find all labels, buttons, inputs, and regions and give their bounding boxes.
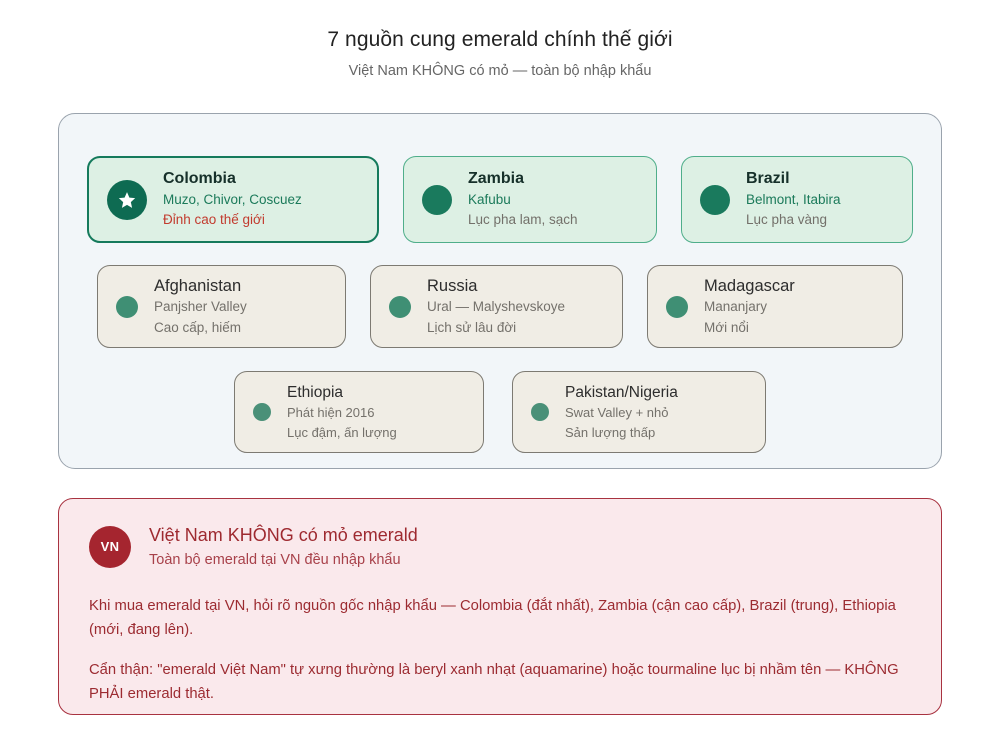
source-sub: Swat Valley + nhỏ — [565, 404, 669, 420]
zambia-icon-wrap — [422, 184, 452, 215]
source-note: Mới nổi — [704, 319, 749, 335]
dot-icon — [531, 403, 549, 421]
source-name: Madagascar — [704, 276, 795, 295]
source-name: Ethiopia — [287, 383, 344, 401]
source-card-pakistan-nigeria[interactable]: Pakistan/Nigeria Swat Valley + nhỏ Sản l… — [512, 371, 766, 453]
source-sub: Belmont, Itabira — [746, 191, 841, 207]
warning-header-texts: Việt Nam KHÔNG có mỏ emerald Toàn bộ eme… — [149, 523, 418, 571]
source-card-ethiopia[interactable]: Ethiopia Phát hiện 2016 Lục đậm, ấn lượn… — [234, 371, 484, 453]
ethiopia-texts: Ethiopia Phát hiện 2016 Lục đậm, ấn lượn… — [287, 382, 397, 443]
source-card-brazil[interactable]: Brazil Belmont, Itabira Lục pha vàng — [681, 156, 913, 243]
source-note: Sản lượng thấp — [565, 424, 656, 440]
dot-icon — [116, 295, 138, 318]
colombia-texts: Colombia Muzo, Chivor, Coscuez Đỉnh cao … — [163, 168, 302, 231]
warning-panel: VN Việt Nam KHÔNG có mỏ emerald Toàn bộ … — [58, 498, 942, 715]
source-note: Lục đậm, ấn lượng — [287, 424, 397, 440]
warning-paragraph-1: Khi mua emerald tại VN, hỏi rõ nguồn gốc… — [89, 597, 896, 638]
warning-title: Việt Nam KHÔNG có mỏ emerald — [149, 525, 418, 545]
madagascar-texts: Madagascar Mananjary Mới nổi — [704, 275, 795, 338]
source-name: Colombia — [163, 170, 236, 188]
warning-subtitle: Toàn bộ emerald tại VN đều nhập khẩu — [149, 552, 401, 569]
source-note: Đỉnh cao thế giới — [163, 212, 265, 228]
source-card-afghanistan[interactable]: Afghanistan Panjsher Valley Cao cấp, hiế… — [97, 265, 346, 348]
vn-badge: VN — [89, 525, 131, 568]
source-card-colombia[interactable]: Colombia Muzo, Chivor, Coscuez Đỉnh cao … — [87, 156, 379, 243]
source-name: Afghanistan — [154, 276, 242, 295]
dot-icon — [422, 184, 452, 215]
dot-icon — [389, 295, 411, 318]
pakistan-nigeria-icon-wrap — [531, 403, 549, 421]
brazil-texts: Brazil Belmont, Itabira Lục pha vàng — [746, 168, 841, 231]
dot-icon — [253, 403, 271, 421]
source-sub: Panjsher Valley — [154, 299, 247, 315]
afghanistan-icon-wrap — [116, 295, 138, 318]
russia-icon-wrap — [389, 295, 411, 318]
pakistan-nigeria-texts: Pakistan/Nigeria Swat Valley + nhỏ Sản l… — [565, 382, 678, 443]
source-name: Pakistan/Nigeria — [565, 383, 678, 401]
source-card-zambia[interactable]: Zambia Kafubu Lục pha lam, sạch — [403, 156, 657, 243]
source-name: Zambia — [468, 170, 525, 188]
colombia-icon-wrap — [107, 179, 147, 220]
dot-icon — [700, 184, 730, 215]
source-sub: Mananjary — [704, 299, 768, 315]
russia-texts: Russia Ural — Malyshevskoye Lịch sử lâu … — [427, 275, 565, 338]
source-name: Brazil — [746, 170, 790, 188]
zambia-texts: Zambia Kafubu Lục pha lam, sạch — [468, 168, 578, 231]
source-sub: Muzo, Chivor, Coscuez — [163, 191, 302, 207]
source-note: Lục pha vàng — [746, 212, 828, 228]
source-name: Russia — [427, 276, 478, 295]
sources-panel: Colombia Muzo, Chivor, Coscuez Đỉnh cao … — [58, 113, 942, 469]
ethiopia-icon-wrap — [253, 403, 271, 421]
brazil-icon-wrap — [700, 184, 730, 215]
source-sub: Phát hiện 2016 — [287, 404, 375, 420]
source-note: Lục pha lam, sạch — [468, 212, 578, 228]
source-card-russia[interactable]: Russia Ural — Malyshevskoye Lịch sử lâu … — [370, 265, 623, 348]
afghanistan-texts: Afghanistan Panjsher Valley Cao cấp, hiế… — [154, 275, 247, 338]
sources-row-3: Ethiopia Phát hiện 2016 Lục đậm, ấn lượn… — [59, 371, 941, 453]
sources-row-1: Colombia Muzo, Chivor, Coscuez Đỉnh cao … — [59, 156, 941, 243]
sources-row-2: Afghanistan Panjsher Valley Cao cấp, hiế… — [59, 265, 941, 348]
star-icon — [107, 179, 147, 220]
warning-header: VN Việt Nam KHÔNG có mỏ emerald Toàn bộ … — [89, 523, 911, 571]
source-sub: Kafubu — [468, 191, 511, 207]
page-title: 7 nguồn cung emerald chính thế giới — [327, 28, 673, 51]
page-subtitle: Việt Nam KHÔNG có mỏ — toàn bộ nhập khẩu — [348, 63, 652, 79]
madagascar-icon-wrap — [666, 295, 688, 318]
source-note: Lịch sử lâu đời — [427, 319, 517, 335]
warning-paragraph-2: Cẩn thận: "emerald Việt Nam" tự xưng thư… — [89, 661, 899, 702]
source-note: Cao cấp, hiếm — [154, 319, 242, 335]
header: 7 nguồn cung emerald chính thế giới Việt… — [0, 0, 1000, 79]
dot-icon — [666, 295, 688, 318]
source-card-madagascar[interactable]: Madagascar Mananjary Mới nổi — [647, 265, 903, 348]
source-sub: Ural — Malyshevskoye — [427, 299, 566, 315]
